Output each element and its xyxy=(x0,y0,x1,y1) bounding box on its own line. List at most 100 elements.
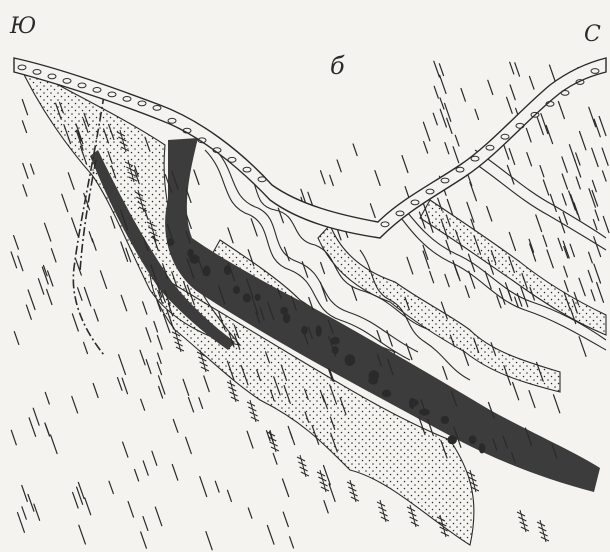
schistosity-dash xyxy=(570,244,574,256)
schistosity-dash xyxy=(62,194,68,211)
fold-outline-7 xyxy=(475,150,606,238)
schistosity-dash xyxy=(455,135,459,146)
schistosity-dash xyxy=(154,322,158,332)
pebble xyxy=(469,435,477,444)
feather-mark xyxy=(377,500,389,522)
schistosity-dash xyxy=(329,484,335,502)
label-south: Ю xyxy=(10,14,36,39)
pebble xyxy=(255,294,261,301)
pebble xyxy=(368,377,378,385)
schistosity-dash xyxy=(228,228,233,243)
schistosity-dash xyxy=(536,215,542,232)
schistosity-dash xyxy=(308,192,313,205)
schistosity-dash xyxy=(569,145,575,161)
schistosity-dash xyxy=(445,274,449,286)
schistosity-dash xyxy=(100,271,106,289)
schistosity-dash xyxy=(189,398,194,412)
schistosity-dash xyxy=(510,85,515,100)
schistosity-dash xyxy=(122,378,127,394)
schistosity-dash xyxy=(353,144,357,156)
schistosity-dash xyxy=(28,495,34,512)
schistosity-dash xyxy=(445,103,451,121)
schistosity-dash xyxy=(186,437,192,453)
schistosity-dash xyxy=(527,153,532,166)
schistosity-dash xyxy=(72,218,78,236)
schistosity-dash xyxy=(22,100,27,115)
schistosity-dash xyxy=(579,278,585,296)
pebble xyxy=(167,238,174,246)
schistosity-dash xyxy=(290,537,294,548)
schistosity-dash xyxy=(465,286,469,298)
schistosity-dash xyxy=(588,270,592,282)
schistosity-dash xyxy=(562,157,567,172)
schistosity-dash xyxy=(172,465,178,481)
schistosity-dash xyxy=(530,76,535,89)
schistosity-dash xyxy=(469,254,475,271)
schistosity-dash xyxy=(591,290,595,301)
schistosity-dash xyxy=(487,207,492,222)
schistosity-dash xyxy=(423,122,430,141)
schistosity-dash xyxy=(602,148,608,165)
pebble xyxy=(447,435,457,444)
schistosity-dash xyxy=(563,212,567,224)
schistosity-dash xyxy=(72,396,78,413)
schistosity-dash xyxy=(543,235,547,246)
schistosity-dash xyxy=(141,532,147,548)
schistosity-dash xyxy=(434,61,440,77)
schistosity-dash xyxy=(146,360,151,374)
schistosity-dash xyxy=(324,501,328,513)
schistosity-dash xyxy=(547,250,553,268)
schistosity-dash xyxy=(424,142,428,153)
schistosity-dash xyxy=(550,194,556,211)
schistosity-dash xyxy=(510,62,514,74)
schistosity-dash xyxy=(11,252,17,268)
schistosity-dash xyxy=(157,362,161,374)
schistosity-dash xyxy=(23,185,27,196)
schistosity-dash xyxy=(93,384,98,398)
schistosity-dash xyxy=(576,177,580,189)
schistosity-dash xyxy=(592,191,598,207)
schistosity-dash xyxy=(580,132,586,150)
schistosity-dash xyxy=(530,244,536,261)
schistosity-dash xyxy=(455,265,460,280)
schistosity-dash xyxy=(31,164,35,174)
schistosity-dash xyxy=(589,252,593,263)
schistosity-dash xyxy=(562,194,566,205)
schistosity-dash xyxy=(517,293,522,306)
schistosity-dash xyxy=(509,232,515,250)
pebble xyxy=(243,293,251,302)
schistosity-dash xyxy=(593,220,597,230)
schistosity-dash xyxy=(173,419,178,432)
schistosity-dash xyxy=(121,295,127,311)
schistosity-dash xyxy=(592,148,598,166)
schistosity-dash xyxy=(507,288,512,301)
schistosity-dash xyxy=(146,328,151,342)
schistosity-dash xyxy=(554,395,560,413)
schistosity-dash xyxy=(321,263,325,274)
schistosity-dash xyxy=(563,241,569,258)
schistosity-dash xyxy=(155,507,162,526)
schistosity-dash xyxy=(159,387,163,399)
schistosity-dash xyxy=(589,107,596,126)
schistosity-dash xyxy=(469,271,475,288)
schistosity-dash xyxy=(68,173,74,190)
sandstone-layers xyxy=(18,62,606,545)
pebble xyxy=(409,399,419,406)
schistosity-dash xyxy=(278,208,283,223)
schistosity-dash xyxy=(603,216,609,232)
schistosity-dash xyxy=(152,451,157,465)
schistosity-dash xyxy=(158,353,162,363)
schistosity-dash xyxy=(283,512,288,527)
schistosity-dash xyxy=(84,288,90,306)
schistosity-dash xyxy=(507,97,513,113)
schistosity-dash xyxy=(73,492,79,508)
schistosity-dash xyxy=(443,367,448,380)
schistosity-dash xyxy=(439,64,443,76)
schistosity-dash xyxy=(183,379,189,395)
schistosity-dash xyxy=(440,98,444,109)
feather-mark xyxy=(407,505,419,527)
schistosity-dash xyxy=(430,271,434,282)
schistosity-dash xyxy=(440,109,446,127)
schistosity-dash xyxy=(143,461,148,475)
schistosity-dash xyxy=(440,75,446,93)
